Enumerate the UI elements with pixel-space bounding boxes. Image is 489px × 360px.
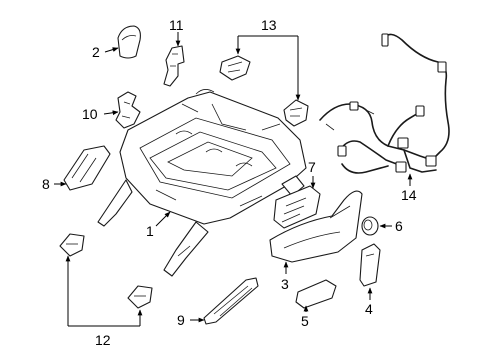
part-13-clip-right bbox=[283, 99, 309, 127]
part-8-cover bbox=[63, 145, 111, 191]
part-7-side-trim bbox=[273, 185, 321, 229]
callout-8: 8 bbox=[42, 176, 50, 192]
callout-1: 1 bbox=[146, 223, 154, 239]
callout-5: 5 bbox=[301, 313, 309, 329]
part-13-clip-left bbox=[219, 55, 251, 81]
part-11-bracket bbox=[163, 45, 185, 87]
callout-11: 11 bbox=[169, 17, 184, 33]
part-1-seat-frame bbox=[97, 89, 307, 277]
callout-7: 7 bbox=[308, 159, 316, 175]
part-5-trim bbox=[295, 279, 337, 309]
leader-10 bbox=[103, 110, 119, 116]
leader-lines bbox=[54, 32, 413, 327]
callout-14: 14 bbox=[401, 187, 417, 203]
part-12-cover-right bbox=[127, 285, 153, 309]
part-3-side-shield bbox=[269, 190, 363, 263]
callout-12: 12 bbox=[95, 332, 111, 348]
callout-3: 3 bbox=[281, 276, 289, 292]
part-2-cover bbox=[117, 25, 141, 59]
part-12-cover-left bbox=[59, 233, 85, 257]
part-14-wiring-harness bbox=[319, 33, 450, 174]
callout-9: 9 bbox=[177, 312, 185, 328]
part-4-cover bbox=[359, 243, 381, 287]
part-6-knob bbox=[361, 216, 379, 236]
callout-6: 6 bbox=[395, 218, 403, 234]
callout-13: 13 bbox=[261, 17, 277, 33]
leader-2 bbox=[104, 47, 119, 53]
part-10-hinge bbox=[115, 91, 141, 129]
part-9-rail-trim bbox=[203, 277, 259, 325]
leader-1 bbox=[155, 211, 171, 227]
callout-4: 4 bbox=[365, 301, 373, 317]
callout-numbers: 2 11 13 10 7 8 1 6 14 3 5 4 9 12 bbox=[42, 17, 417, 348]
callout-10: 10 bbox=[82, 106, 98, 122]
callout-2: 2 bbox=[92, 44, 100, 60]
